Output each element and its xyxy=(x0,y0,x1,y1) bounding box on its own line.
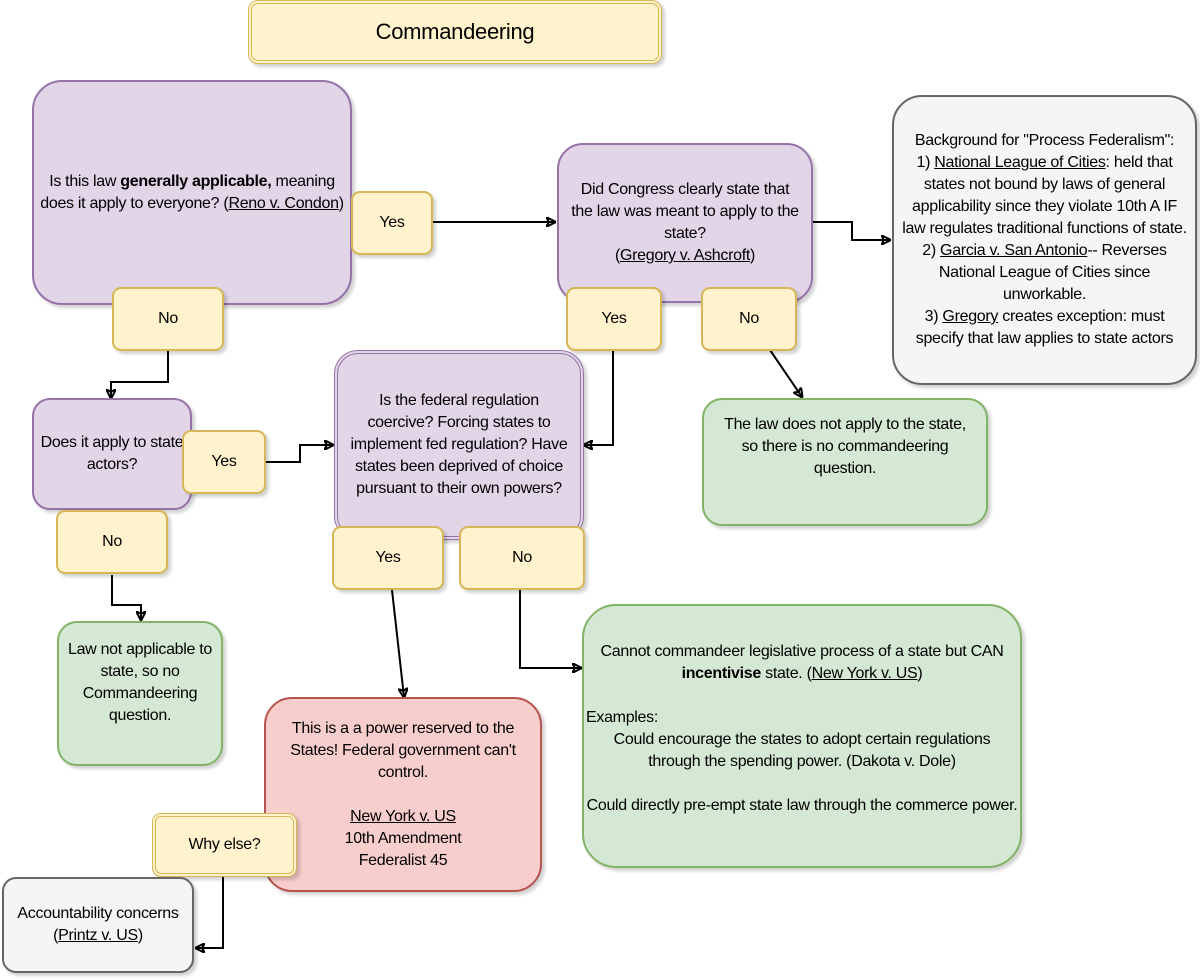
accountability-concerns-note: Accountability concerns (Printz v. US) xyxy=(2,877,194,973)
q1-no-label[interactable]: No xyxy=(112,287,224,351)
q3-yes-label[interactable]: Yes xyxy=(182,430,266,494)
q4-no-label[interactable]: No xyxy=(459,526,585,590)
no-commandeering-outcome-congress: The law does not apply to the state, so … xyxy=(702,398,988,526)
edge-no-to-state-actors xyxy=(111,350,169,398)
state-actors-question[interactable]: Does it apply to state actors? xyxy=(32,398,192,510)
case-citation: New York v. US xyxy=(811,665,918,682)
case-citation: Gregory v. Ashcroft xyxy=(619,247,751,264)
q2-yes-label[interactable]: Yes xyxy=(566,287,662,351)
incentivise-outcome: Cannot commandeer legislative process of… xyxy=(582,604,1022,868)
bold-term: generally applicable, xyxy=(120,172,272,190)
coercion-question[interactable]: Is the federal regulation coercive? Forc… xyxy=(334,350,584,540)
case-citation: Garcia v. San Antonio xyxy=(940,242,1088,259)
title-text: Commandeering xyxy=(375,19,535,44)
example-spending-power: Could encourage the states to adopt cert… xyxy=(613,731,991,770)
edge-no-to-not-applicable xyxy=(111,575,141,620)
case-citation: Reno v. Condon xyxy=(228,194,339,212)
process-federalism-background-note: Background for "Process Federalism": 1) … xyxy=(892,95,1197,385)
edge-gregory-no-to-not-apply xyxy=(769,349,802,397)
case-citation: Gregory xyxy=(942,308,999,325)
no-commandeering-outcome-state-actors: Law not applicable to state, so no Comma… xyxy=(57,621,223,766)
q4-yes-label[interactable]: Yes xyxy=(332,526,444,590)
q1-yes-label[interactable]: Yes xyxy=(351,191,433,255)
reserved-power-outcome: This is a a power reserved to the States… xyxy=(264,697,542,892)
congress-clear-statement-question[interactable]: Did Congress clearly state that the law … xyxy=(557,143,813,303)
general-applicability-question[interactable]: Is this law generally applicable, meanin… xyxy=(32,80,352,305)
title-node: Commandeering xyxy=(248,0,662,64)
edge-gregory-yes-to-coercive xyxy=(584,348,614,445)
q3-no-label[interactable]: No xyxy=(56,510,168,574)
background-heading: Background for "Process Federalism": xyxy=(914,132,1175,149)
bold-term: incentivise xyxy=(681,665,762,682)
why-else-label[interactable]: Why else? xyxy=(152,813,297,877)
edge-coercive-yes-to-reserved xyxy=(391,589,404,697)
edge-why-else-to-accountability xyxy=(196,875,224,948)
case-citation: New York v. US xyxy=(350,807,456,825)
edge-yes-to-coercive xyxy=(266,445,333,463)
case-citation: National League of Cities xyxy=(934,154,1106,171)
example-commerce-power: Could directly pre-empt state law throug… xyxy=(586,797,1018,814)
edge-congress-to-background xyxy=(812,221,890,240)
case-citation: Printz v. US xyxy=(58,927,138,944)
edge-coercive-no-to-incentivise xyxy=(519,590,581,668)
q2-no-label[interactable]: No xyxy=(701,287,797,351)
examples-label: Examples: xyxy=(586,709,658,726)
